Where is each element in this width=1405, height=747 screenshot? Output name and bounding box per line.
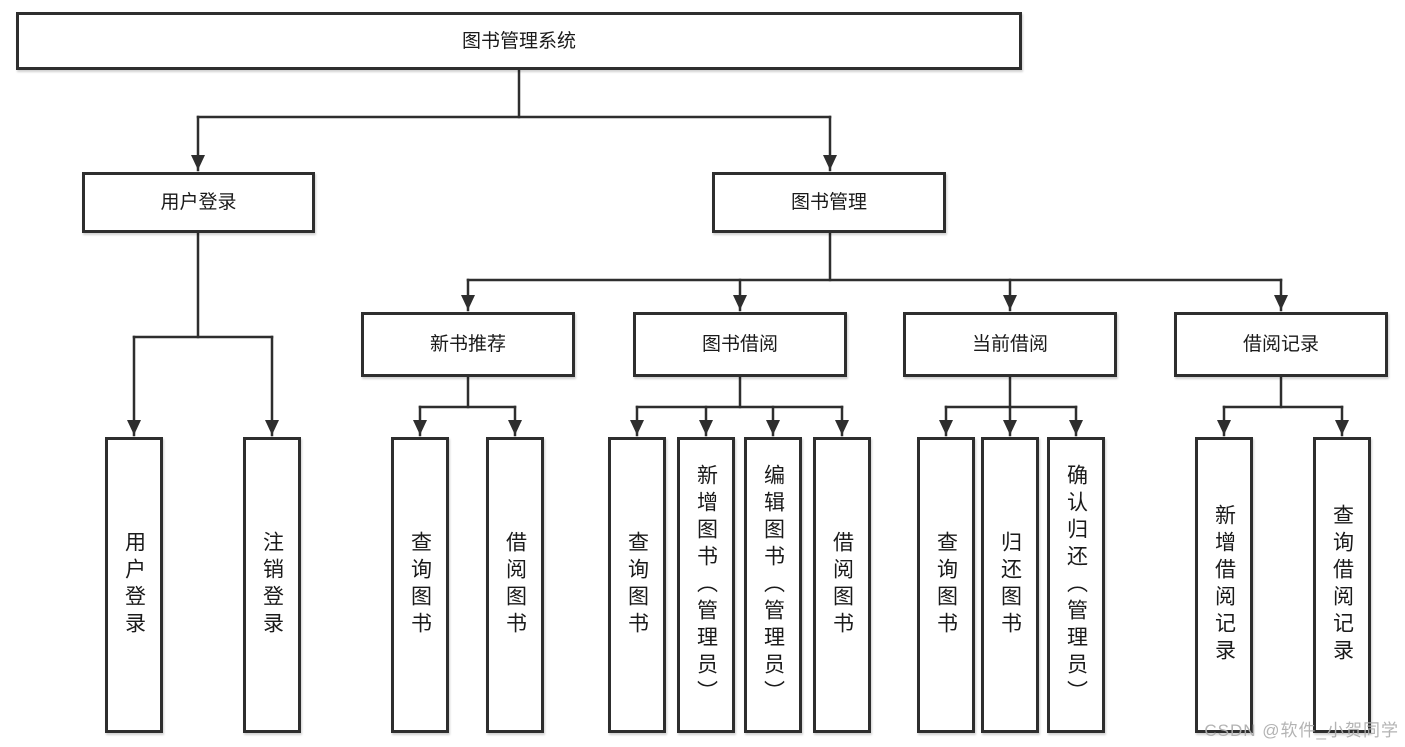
node-leaf-add-borrow-record: 新增借阅记录 [1195, 437, 1253, 733]
node-leaf-user-login: 用户登录 [105, 437, 163, 733]
node-book-management: 图书管理 [712, 172, 946, 233]
node-leaf-add-book-admin: 新增图书（管理员） [677, 437, 735, 733]
node-leaf-query-borrow-record: 查询借阅记录 [1313, 437, 1371, 733]
node-leaf-return-books: 归还图书 [981, 437, 1039, 733]
node-borrowing-records: 借阅记录 [1174, 312, 1388, 377]
node-leaf-edit-book-admin: 编辑图书（管理员） [744, 437, 802, 733]
node-leaf-query-books: 查询图书 [391, 437, 449, 733]
node-current-borrowing: 当前借阅 [903, 312, 1117, 377]
node-leaf-query-books: 查询图书 [917, 437, 975, 733]
node-book-borrowing: 图书借阅 [633, 312, 847, 377]
node-new-book-recommend: 新书推荐 [361, 312, 575, 377]
node-leaf-query-books: 查询图书 [608, 437, 666, 733]
node-leaf-confirm-return-admin: 确认归还（管理员） [1047, 437, 1105, 733]
node-user-login: 用户登录 [82, 172, 315, 233]
node-root: 图书管理系统 [16, 12, 1022, 70]
node-leaf-borrow-books: 借阅图书 [813, 437, 871, 733]
node-leaf-borrow-books: 借阅图书 [486, 437, 544, 733]
watermark: CSDN @软件_小贺同学 [1204, 721, 1399, 740]
node-leaf-logout: 注销登录 [243, 437, 301, 733]
